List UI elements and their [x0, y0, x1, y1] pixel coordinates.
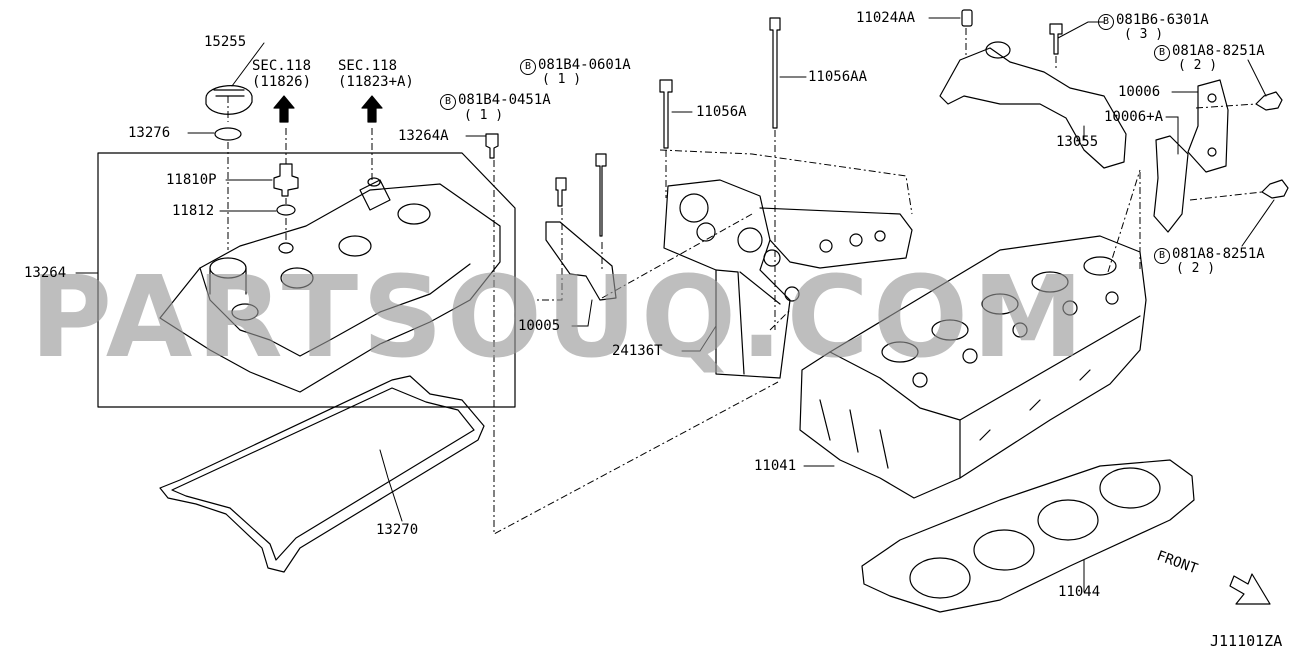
label-13270[interactable]: 13270: [376, 522, 419, 538]
bolt-code: 081A8-8251A: [1172, 246, 1265, 262]
label-13276[interactable]: 13276: [128, 125, 171, 141]
label-13264[interactable]: 13264: [24, 265, 67, 281]
bolt-code: 081B6-6301A: [1116, 12, 1209, 28]
sec-ref-title-1[interactable]: SEC.118: [252, 58, 312, 74]
bolt-qty: ( 1 ): [464, 108, 504, 123]
label-11810p[interactable]: 11810P: [166, 172, 217, 188]
bolt-11056a: [659, 79, 673, 149]
label-10006[interactable]: 10006: [1118, 84, 1161, 100]
front-cover: [663, 179, 791, 379]
sec-ref-code-2[interactable]: (11823+A): [338, 74, 414, 90]
label-11812[interactable]: 11812: [172, 203, 215, 219]
bracket-10005: [545, 221, 617, 301]
bolt-marker-icon: B: [520, 59, 536, 75]
sec-ref-code-1[interactable]: (11826): [252, 74, 312, 90]
oil-filler-cap: [205, 85, 253, 141]
bracket-10006: [1187, 79, 1229, 173]
bolt-11056aa: [769, 17, 781, 129]
bolt-qty: ( 2 ): [1178, 58, 1218, 73]
rocker-cover-gasket-inner: [171, 387, 475, 561]
label-10006a[interactable]: 10006+A: [1104, 109, 1164, 125]
label-15255[interactable]: 15255: [204, 34, 247, 50]
bolt-code: 081B4-0601A: [538, 57, 631, 73]
bracket-13055: [939, 47, 1127, 169]
label-10005[interactable]: 10005: [518, 318, 561, 334]
bolt-marker-icon: B: [1098, 14, 1114, 30]
bolt-081b6-6301a: [1049, 23, 1063, 55]
pcv-valve: [273, 163, 299, 197]
rocker-cover-gasket: [159, 375, 485, 573]
rocker-cover: [159, 177, 501, 393]
sec118-arrow-left: [273, 95, 295, 123]
o-ring: [276, 204, 296, 216]
bolt-qty: ( 2 ): [1176, 261, 1216, 276]
sec118-arrow-right: [361, 95, 383, 123]
bracket-10006a: [1153, 135, 1189, 233]
label-13055[interactable]: 13055: [1056, 134, 1099, 150]
bolt-marker-icon: B: [1154, 248, 1170, 264]
label-11056aa[interactable]: 11056AA: [808, 69, 868, 85]
bolt-081b4-0601a: [595, 153, 607, 237]
label-11056a[interactable]: 11056A: [696, 104, 747, 120]
bolt-marker-icon: B: [440, 94, 456, 110]
bolt-081a8-lower: [1261, 179, 1289, 199]
head-gasket: [861, 459, 1195, 613]
front-arrow-shape: [1229, 573, 1271, 605]
bolt-qty: ( 3 ): [1124, 27, 1164, 42]
watermark-text: PARTSOUQ.COM: [30, 253, 1088, 383]
label-11044[interactable]: 11044: [1058, 584, 1101, 600]
bolt-081a8-upper: [1255, 91, 1283, 111]
bolt-marker-icon: B: [1154, 45, 1170, 61]
cylinder-head: [799, 235, 1147, 499]
label-11041[interactable]: 11041: [754, 458, 797, 474]
bolt-081b4-0451a: [555, 177, 567, 207]
bolt-code: 081A8-8251A: [1172, 43, 1265, 59]
rocker-cover-frame: [97, 152, 516, 408]
diagram-code: J11101ZA: [1210, 632, 1283, 650]
bolt-code: 081B4-0451A: [458, 92, 551, 108]
label-24136t[interactable]: 24136T: [612, 343, 663, 359]
dowel-pin: [961, 9, 973, 27]
sec-ref-title-2[interactable]: SEC.118: [338, 58, 398, 74]
bolt-qty: ( 1 ): [542, 72, 582, 87]
bolt-13264a: [485, 133, 499, 159]
label-13264a[interactable]: 13264A: [398, 128, 449, 144]
label-11024aa[interactable]: 11024AA: [856, 10, 916, 26]
